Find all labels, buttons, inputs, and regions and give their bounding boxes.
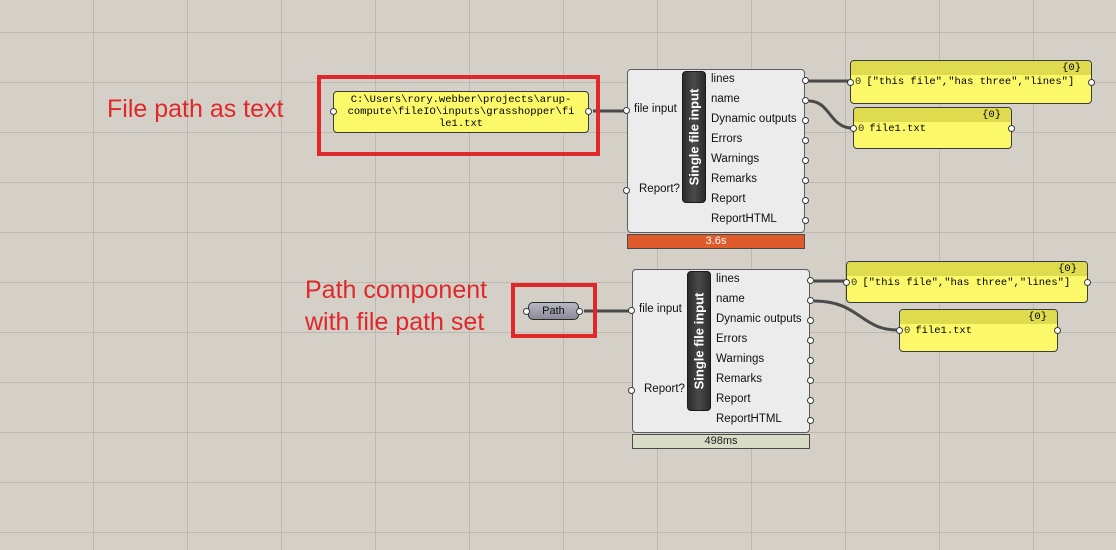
component-bottom-output-grip-report[interactable] (807, 397, 814, 404)
output-panel-top-lines-row: 0 ["this file","has three","lines"] (851, 75, 1091, 89)
component-top-output-grip-errors[interactable] (802, 137, 809, 144)
output-panel-top-name-row: 0 file1.txt (854, 122, 1011, 136)
component-top-input-file[interactable]: file input (634, 103, 677, 115)
component-top-output-grip-warnings[interactable] (802, 157, 809, 164)
file-path-line-2: compute\fileIO\inputs\grasshopper\fi (347, 106, 575, 118)
single-file-input-component-top[interactable] (627, 69, 805, 233)
component-top-input-grip-report[interactable] (623, 187, 630, 194)
output-panel-bottom-name-path: {0} (900, 310, 1057, 324)
component-bottom-runtime: 498ms (704, 435, 738, 447)
component-bottom-output-grip-errors[interactable] (807, 337, 814, 344)
component-top-output-grip-dynamic[interactable] (802, 117, 809, 124)
annotation-path-component-line1: Path component (305, 276, 488, 304)
wire-top-name-output (808, 99, 853, 130)
path-parameter-input-grip[interactable] (523, 308, 530, 315)
output-panel-top-lines-path: {0} (851, 61, 1091, 75)
component-top-output-name[interactable]: name (711, 93, 740, 105)
component-top-output-grip-remarks[interactable] (802, 177, 809, 184)
output-panel-bottom-name[interactable]: {0} 0 file1.txt (896, 309, 1061, 352)
single-file-input-component-bottom[interactable] (632, 269, 810, 433)
component-top-output-grip-reporthtml[interactable] (802, 217, 809, 224)
path-parameter[interactable]: Path (528, 302, 579, 320)
output-panel-bottom-lines-output-grip[interactable] (1084, 279, 1091, 286)
output-panel-bottom-lines-value: ["this file","has three","lines"] (862, 277, 1071, 289)
output-panel-bottom-name-index: 0 (904, 325, 911, 337)
component-bottom-output-errors[interactable]: Errors (716, 333, 748, 345)
component-bottom-input-grip-report[interactable] (628, 387, 635, 394)
output-panel-top-lines-input-grip[interactable] (847, 79, 854, 86)
annotation-file-path-text: File path as text (107, 95, 284, 123)
component-bottom-output-reporthtml[interactable]: ReportHTML (716, 413, 782, 425)
component-top-output-remarks[interactable]: Remarks (711, 173, 758, 185)
file-path-line-3: le1.txt (438, 118, 484, 130)
component-bottom-output-grip-dynamic[interactable] (807, 317, 814, 324)
output-panel-top-lines[interactable]: {0} 0 ["this file","has three","lines"] (847, 60, 1095, 104)
output-panel-top-lines-output-grip[interactable] (1088, 79, 1095, 86)
component-top-input-report[interactable]: Report? (639, 183, 680, 195)
component-bottom-nickname-bar[interactable]: Single file input (687, 271, 711, 411)
component-bottom-output-grip-warnings[interactable] (807, 357, 814, 364)
output-panel-bottom-name-row: 0 file1.txt (900, 324, 1057, 338)
output-panel-top-lines-value: ["this file","has three","lines"] (866, 76, 1075, 88)
component-bottom-input-file[interactable]: file input (639, 303, 682, 315)
path-parameter-label: Path (542, 305, 565, 317)
highlight-box-path-panel (317, 75, 600, 156)
component-bottom-output-lines[interactable]: lines (716, 273, 740, 285)
output-panel-bottom-lines-path: {0} (847, 262, 1087, 276)
component-top-output-grip-report[interactable] (802, 197, 809, 204)
file-path-line-1: C:\Users\rory.webber\projects\arup- (350, 94, 572, 106)
component-top-output-dynamic[interactable]: Dynamic outputs (711, 113, 797, 125)
component-top-output-errors[interactable]: Errors (711, 133, 743, 145)
component-bottom-output-remarks[interactable]: Remarks (716, 373, 763, 385)
component-top-output-grip-lines[interactable] (802, 77, 809, 84)
component-bottom-output-warnings[interactable]: Warnings (716, 353, 765, 365)
component-bottom-output-grip-name[interactable] (807, 297, 814, 304)
output-panel-bottom-lines-index: 0 (851, 277, 858, 289)
component-bottom-output-grip-lines[interactable] (807, 277, 814, 284)
output-panel-top-name-path: {0} (854, 108, 1011, 122)
output-panel-bottom-name-input-grip[interactable] (896, 327, 903, 334)
output-panel-bottom-lines-input-grip[interactable] (843, 279, 850, 286)
panel-input-grip[interactable] (330, 108, 337, 115)
component-top-output-report[interactable]: Report (711, 193, 746, 205)
output-panel-top-name-index: 0 (858, 123, 865, 135)
output-panel-top-name-value: file1.txt (869, 123, 927, 135)
output-panel-bottom-name-output-grip[interactable] (1054, 327, 1061, 334)
component-bottom-input-grip-file[interactable] (628, 307, 635, 314)
component-bottom-output-grip-reporthtml[interactable] (807, 417, 814, 424)
component-top-output-warnings[interactable]: Warnings (711, 153, 760, 165)
output-panel-top-lines-index: 0 (855, 76, 862, 88)
output-panel-bottom-lines[interactable]: {0} 0 ["this file","has three","lines"] (843, 261, 1091, 303)
component-bottom-output-dynamic[interactable]: Dynamic outputs (716, 313, 802, 325)
component-top-output-lines[interactable]: lines (711, 73, 735, 85)
component-top-nickname: Single file input (686, 88, 702, 186)
annotation-path-component-line2: with file path set (305, 308, 485, 336)
component-bottom-runtime-bar: 498ms (632, 434, 810, 449)
component-top-runtime: 3.6s (705, 235, 727, 247)
component-bottom-output-name[interactable]: name (716, 293, 745, 305)
component-bottom-output-report[interactable]: Report (716, 393, 751, 405)
wire-bottom-name-output (813, 299, 899, 332)
output-panel-bottom-lines-row: 0 ["this file","has three","lines"] (847, 276, 1087, 290)
component-top-input-grip-file[interactable] (623, 107, 630, 114)
component-top-nickname-bar[interactable]: Single file input (682, 71, 706, 203)
output-panel-top-name-output-grip[interactable] (1008, 125, 1015, 132)
output-panel-bottom-name-value: file1.txt (915, 325, 973, 337)
component-top-output-grip-name[interactable] (802, 97, 809, 104)
output-panel-top-name[interactable]: {0} 0 file1.txt (850, 107, 1015, 149)
component-top-runtime-bar: 3.6s (627, 234, 805, 249)
component-top-output-reporthtml[interactable]: ReportHTML (711, 213, 777, 225)
component-bottom-input-report[interactable]: Report? (644, 383, 685, 395)
output-panel-top-name-input-grip[interactable] (850, 125, 857, 132)
component-bottom-nickname: Single file input (691, 292, 707, 390)
file-path-panel[interactable]: C:\Users\rory.webber\projects\arup- comp… (330, 91, 592, 133)
highlight-box-path-param (511, 283, 597, 338)
path-parameter-output-grip[interactable] (576, 308, 583, 315)
panel-output-grip[interactable] (585, 108, 592, 115)
component-bottom-output-grip-remarks[interactable] (807, 377, 814, 384)
